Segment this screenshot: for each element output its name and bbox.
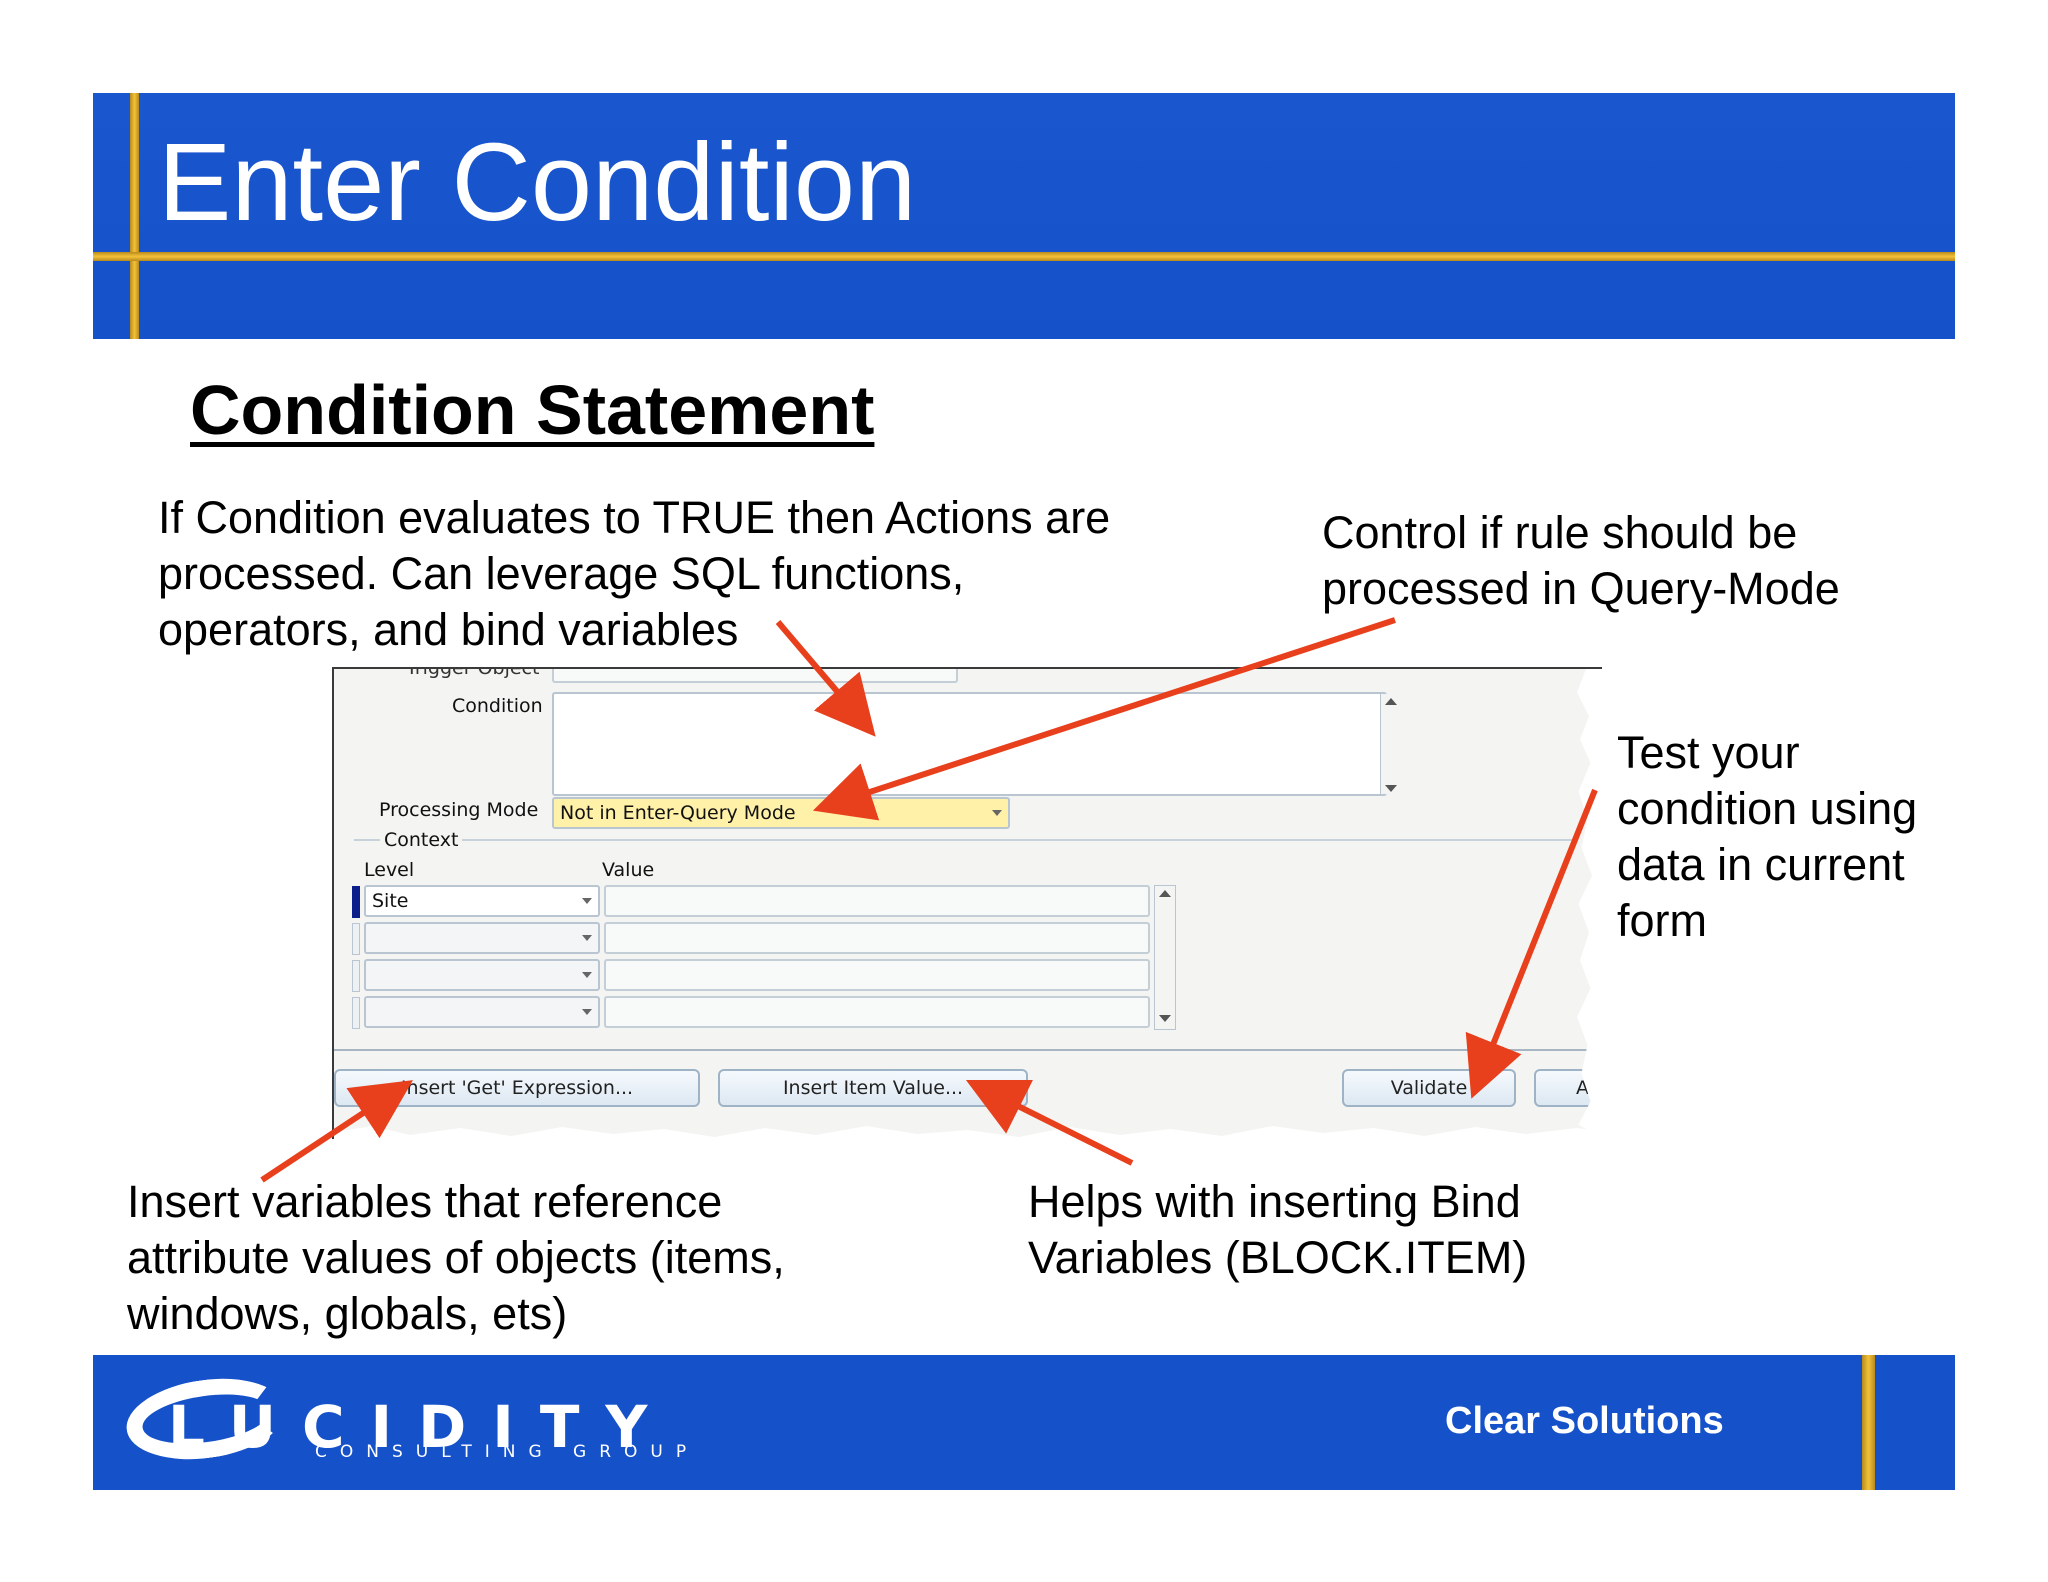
button-bar-divider	[334, 1049, 1602, 1051]
condition-label: Condition	[452, 695, 543, 717]
scroll-up-icon[interactable]	[1159, 890, 1171, 897]
note-line: data in current	[1617, 839, 1905, 890]
note-line: Insert variables that reference	[127, 1176, 723, 1227]
value-field[interactable]	[604, 922, 1150, 954]
chevron-down-icon	[992, 810, 1002, 816]
note-line: processed. Can leverage SQL functions,	[158, 548, 965, 599]
scroll-down-icon[interactable]	[1385, 785, 1397, 792]
processing-mode-value: Not in Enter-Query Mode	[560, 802, 796, 824]
company-logo-text: LUCIDITY	[168, 1393, 674, 1461]
company-logo-subtext: CONSULTING GROUP	[315, 1442, 700, 1462]
chevron-down-icon	[582, 972, 592, 978]
scroll-down-icon[interactable]	[1159, 1015, 1171, 1022]
chevron-down-icon	[582, 935, 592, 941]
level-select[interactable]	[364, 922, 600, 954]
note-line: Control if rule should be	[1322, 507, 1798, 558]
note-line: Helps with inserting Bind	[1028, 1176, 1521, 1227]
row-marker[interactable]	[352, 997, 360, 1029]
note-line: condition using	[1617, 783, 1918, 834]
level-value: Site	[372, 890, 409, 912]
row-marker-active[interactable]	[352, 886, 360, 918]
level-select[interactable]	[364, 959, 600, 991]
processing-mode-label: Processing Mode	[379, 799, 539, 821]
note-insert-item: Helps with inserting Bind Variables (BLO…	[1028, 1174, 1527, 1286]
note-condition: If Condition evaluates to TRUE then Acti…	[158, 490, 1110, 658]
header-gold-vertical-line	[130, 93, 139, 339]
footer-band	[93, 1355, 1955, 1490]
note-line: Variables (BLOCK.ITEM)	[1028, 1232, 1528, 1283]
section-subtitle: Condition Statement	[190, 371, 875, 449]
chevron-down-icon	[582, 1009, 592, 1015]
level-select[interactable]	[364, 996, 600, 1028]
condition-form-panel: Trigger Object Condition Processing Mode…	[332, 667, 1602, 1139]
arrow-to-condition	[775, 620, 876, 737]
slide-title: Enter Condition	[158, 121, 917, 244]
scroll-up-icon[interactable]	[1385, 698, 1397, 705]
chevron-down-icon	[582, 898, 592, 904]
note-insert-get: Insert variables that reference attribut…	[127, 1174, 785, 1342]
value-field[interactable]	[604, 885, 1150, 917]
note-line: processed in Query-Mode	[1322, 563, 1840, 614]
arrow-to-processing-mode	[812, 617, 1396, 821]
arrow-to-validate	[1465, 788, 1598, 1099]
footer-gold-vertical-line	[1862, 1355, 1875, 1490]
note-line: attribute values of objects (items,	[127, 1232, 785, 1283]
trigger-object-label: Trigger Object	[406, 667, 540, 679]
note-line: operators, and bind variables	[158, 604, 739, 655]
note-query-mode: Control if rule should be processed in Q…	[1322, 505, 1840, 617]
value-field[interactable]	[604, 996, 1150, 1028]
note-line: form	[1617, 895, 1707, 946]
level-column-header: Level	[364, 859, 415, 881]
note-line: windows, globals, ets)	[127, 1288, 568, 1339]
note-validate: Test your condition using data in curren…	[1617, 725, 1917, 949]
arrow-to-insert-item	[965, 1079, 1134, 1166]
note-line: If Condition evaluates to TRUE then Acti…	[158, 492, 1111, 543]
arrow-to-insert-get	[260, 1080, 414, 1183]
condition-textarea[interactable]	[552, 692, 1387, 796]
row-marker[interactable]	[352, 960, 360, 992]
row-marker[interactable]	[352, 923, 360, 955]
condition-scrollbar[interactable]	[1380, 694, 1401, 794]
context-divider	[354, 839, 1574, 841]
value-field[interactable]	[604, 959, 1150, 991]
header-gold-horizontal-line	[93, 252, 1955, 261]
company-tagline: Clear Solutions	[1445, 1400, 1724, 1442]
note-line: Test your	[1617, 727, 1800, 778]
context-scrollbar[interactable]	[1154, 885, 1176, 1030]
level-select[interactable]: Site	[364, 885, 600, 917]
context-label: Context	[380, 829, 463, 851]
header-band	[93, 93, 1955, 339]
value-column-header: Value	[602, 859, 655, 881]
processing-mode-select[interactable]: Not in Enter-Query Mode	[552, 797, 1010, 829]
